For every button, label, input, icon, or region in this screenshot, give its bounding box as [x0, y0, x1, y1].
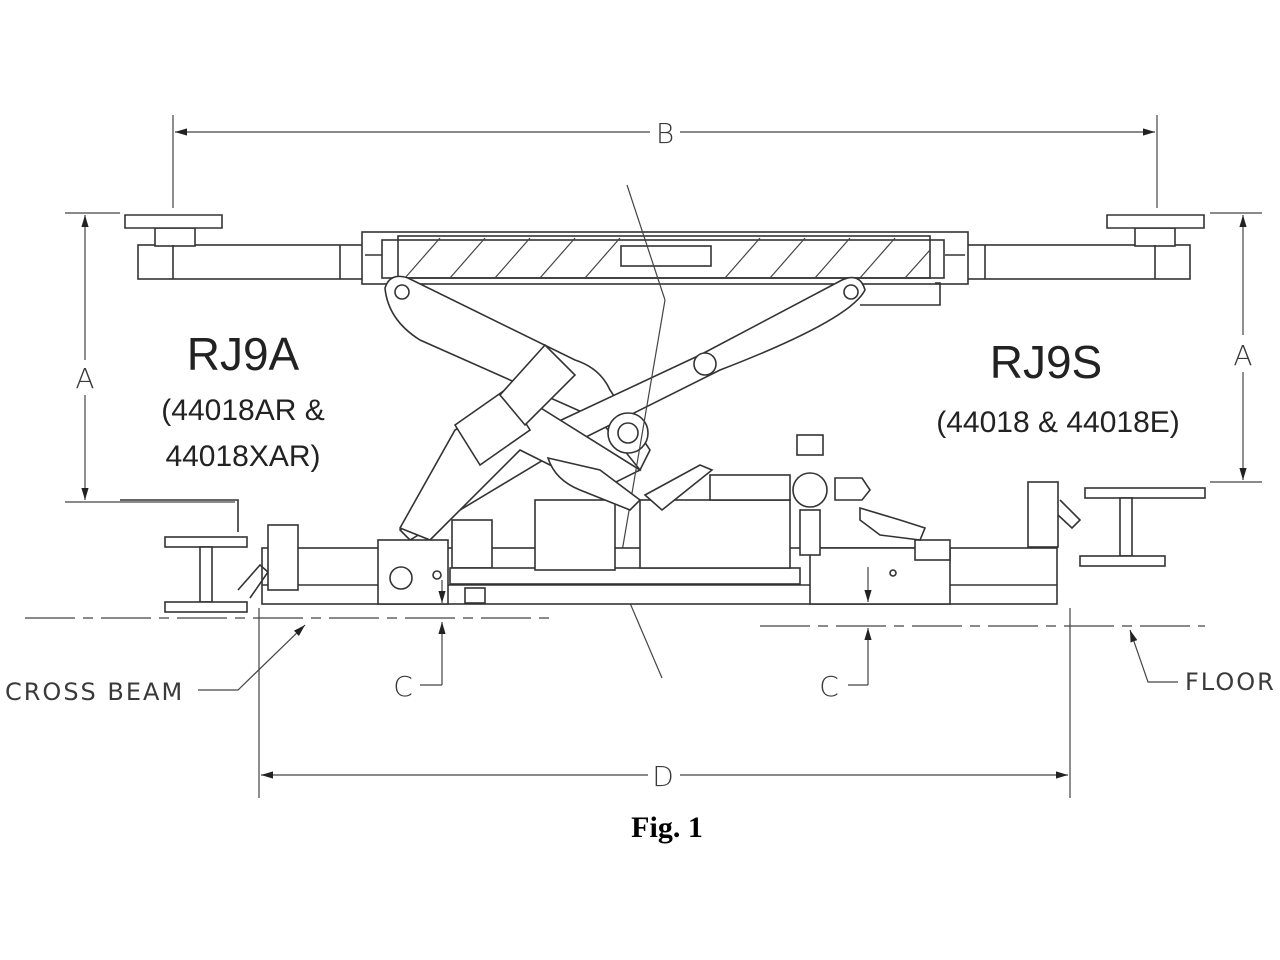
dim-b-label: B — [656, 117, 674, 150]
floor-beam-right — [1057, 487, 1206, 567]
dimension-c-right: C — [819, 567, 872, 703]
dimension-d: D — [258, 608, 1071, 798]
dim-d-label: D — [652, 760, 674, 793]
dim-c-right-label: C — [819, 670, 839, 703]
reference-lines: CROSS BEAM FLOOR — [5, 617, 1276, 706]
model-rj9s: RJ9S — [990, 336, 1102, 388]
figure-caption: Fig. 1 — [631, 811, 703, 844]
part-numbers-rj9a-line1: (44018AR & — [161, 394, 324, 427]
model-labels-left: RJ9A (44018AR & 44018XAR) — [161, 328, 324, 473]
dimension-a-right: A — [1210, 212, 1262, 483]
cross-beam-label: CROSS BEAM — [5, 678, 184, 706]
dim-c-left-label: C — [393, 670, 413, 703]
dimension-c-left: C — [393, 580, 446, 703]
cross-beam-left — [120, 499, 270, 613]
model-labels-right: RJ9S (44018 & 44018E) — [936, 336, 1180, 439]
dimension-a-left: A — [65, 212, 235, 503]
model-rj9a: RJ9A — [187, 328, 300, 380]
scissor-arms — [384, 184, 866, 679]
dimension-b: B — [172, 115, 1158, 208]
dim-a-left-label: A — [75, 362, 94, 395]
jack-base — [261, 434, 1059, 605]
part-numbers-rj9a-line2: 44018XAR) — [165, 440, 320, 473]
dim-a-right-label: A — [1233, 339, 1252, 372]
jack-top-saddle — [124, 214, 1205, 306]
floor-label: FLOOR — [1185, 668, 1276, 696]
part-numbers-rj9s: (44018 & 44018E) — [936, 406, 1180, 439]
